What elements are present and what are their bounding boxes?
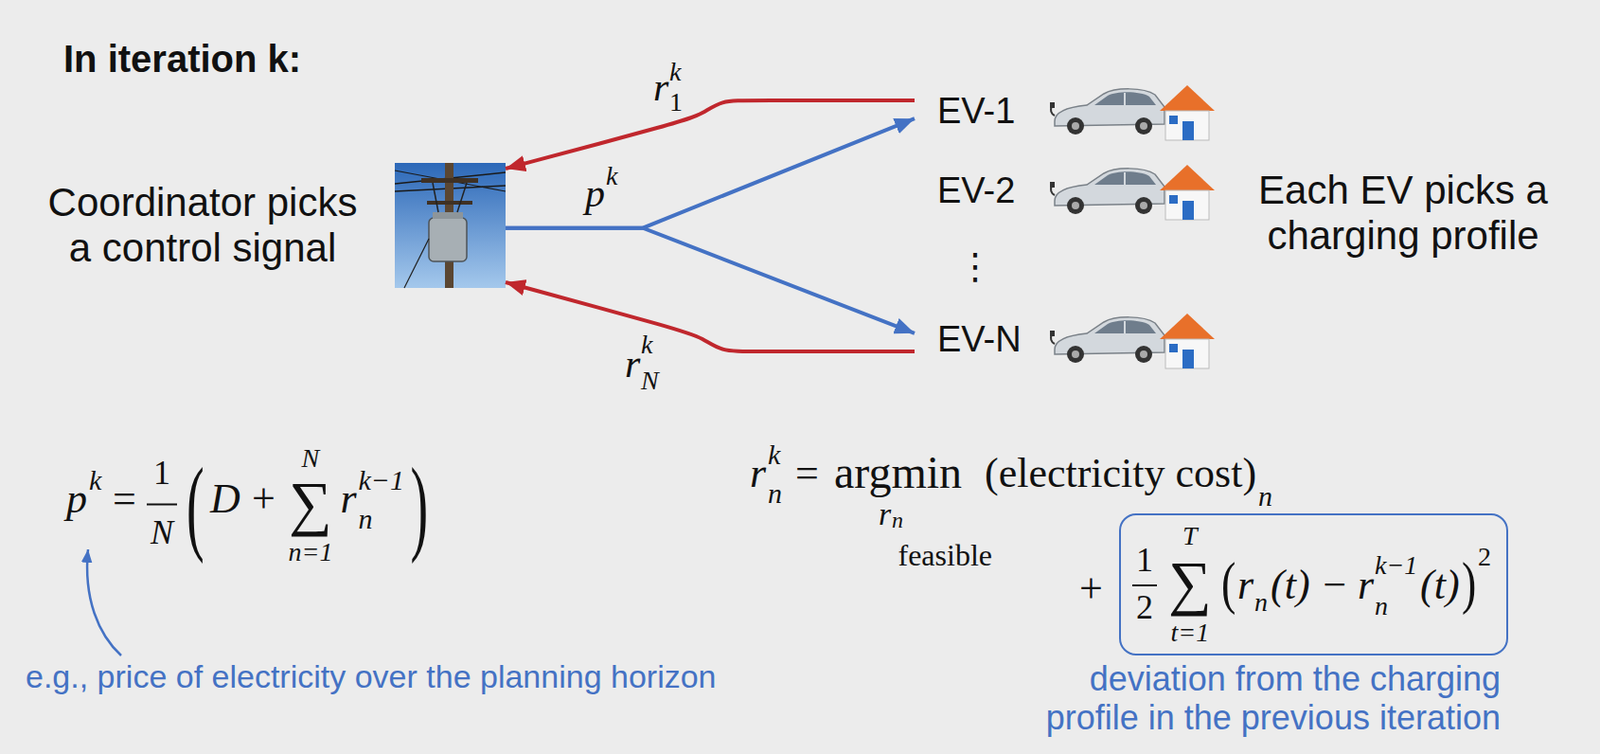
ev-node: EV-N	[914, 317, 1028, 363]
node-label: EV-2	[937, 170, 1015, 213]
math-symbol: n	[358, 502, 374, 536]
math-symbol: r	[340, 475, 357, 524]
picture-sky	[394, 162, 506, 288]
math-symbol: ∑	[288, 468, 333, 539]
math-symbol: (t)	[1420, 561, 1460, 610]
response-arrow	[505, 282, 915, 352]
response-arrow	[505, 100, 915, 169]
math-symbol: N	[150, 513, 174, 552]
signal-label: p	[585, 170, 605, 216]
math-symbol: D	[210, 475, 241, 524]
node-label: Coordinator picks a control signal	[37, 179, 368, 272]
signal-label: r	[624, 340, 640, 387]
math-symbol: n	[1258, 480, 1273, 514]
math-symbol: +	[251, 475, 276, 524]
power-wire	[432, 182, 439, 213]
node-label: EV-N	[937, 319, 1022, 361]
leader-arrow	[87, 549, 122, 656]
math-symbol: (t) −	[1270, 561, 1349, 610]
ev-node: EV-1	[914, 88, 1021, 135]
ev-home-icon	[1049, 164, 1215, 220]
math-symbol: k−1	[358, 463, 406, 498]
math-symbol: N	[302, 443, 320, 474]
math-symbol: k	[640, 329, 653, 360]
signal-arrow	[505, 228, 915, 334]
power-wire	[457, 182, 467, 213]
math-symbol: k	[88, 463, 102, 498]
math-symbol: )	[410, 444, 429, 567]
math-symbol: k	[605, 160, 618, 192]
math-symbol: N	[640, 365, 659, 396]
heading: In iteration k:	[63, 36, 302, 81]
math-symbol: r	[749, 449, 766, 498]
math-symbol: argmin	[834, 445, 962, 498]
side-note: Each EV picks a charging profile	[1246, 167, 1560, 260]
math-symbol: =	[112, 475, 137, 524]
math-symbol: k−1	[1374, 550, 1418, 581]
math-symbol: n	[767, 477, 783, 511]
signal-label: r	[653, 64, 669, 110]
math-symbol: 2	[1136, 587, 1154, 627]
ev-home-icon	[1049, 313, 1215, 369]
power-wire	[404, 238, 429, 288]
signal-arrow	[505, 118, 915, 228]
math-symbol: p	[66, 475, 88, 524]
math-symbol: (	[186, 444, 205, 567]
math-symbol: k	[767, 438, 781, 472]
math-symbol: 1	[1136, 540, 1154, 580]
math-symbol: 1	[669, 87, 683, 118]
ellipsis: ⋮	[957, 246, 994, 288]
math-symbol: n	[1374, 590, 1388, 622]
fraction-bar	[146, 503, 178, 506]
math-symbol: +	[1079, 565, 1103, 614]
math-symbol: (electricity cost)	[984, 449, 1257, 498]
transformer-lid	[432, 212, 463, 219]
fraction-bar	[1132, 584, 1157, 587]
math-symbol: feasible	[898, 537, 994, 573]
math-symbol: r	[1237, 561, 1254, 610]
ev-node: EV-2	[914, 168, 1021, 214]
math-symbol: n	[891, 507, 904, 534]
math-symbol: (	[1221, 549, 1236, 617]
highlight-box: 12∑Tt=1(rn(t) −rnk−1(t))2deviation from …	[1119, 513, 1509, 656]
coordinator-node: Coordinator picks a control signal	[37, 162, 506, 288]
ev-home-icon	[1049, 85, 1215, 141]
transformer-picture	[394, 162, 506, 288]
math-symbol: r	[1357, 561, 1374, 610]
math-symbol: 1	[153, 453, 171, 493]
transformer-can	[428, 217, 467, 262]
math-symbol: n	[1254, 586, 1268, 618]
math-symbol: 2	[1477, 541, 1492, 572]
math-symbol: ∑	[1168, 548, 1212, 619]
math-symbol: n=1	[288, 536, 334, 568]
box-note: deviation from the charging profile in t…	[1027, 658, 1501, 738]
cross-arm	[426, 200, 473, 205]
node-label: EV-1	[937, 90, 1015, 133]
annotation: e.g., price of electricity over the plan…	[25, 657, 717, 695]
cross-arm	[421, 177, 479, 183]
math-symbol: k	[669, 56, 681, 88]
math-symbol: =	[795, 449, 819, 498]
math-symbol: r	[878, 495, 891, 533]
math-symbol: t=1	[1171, 617, 1210, 648]
math-symbol: )	[1461, 549, 1476, 617]
math-symbol: T	[1182, 520, 1198, 552]
